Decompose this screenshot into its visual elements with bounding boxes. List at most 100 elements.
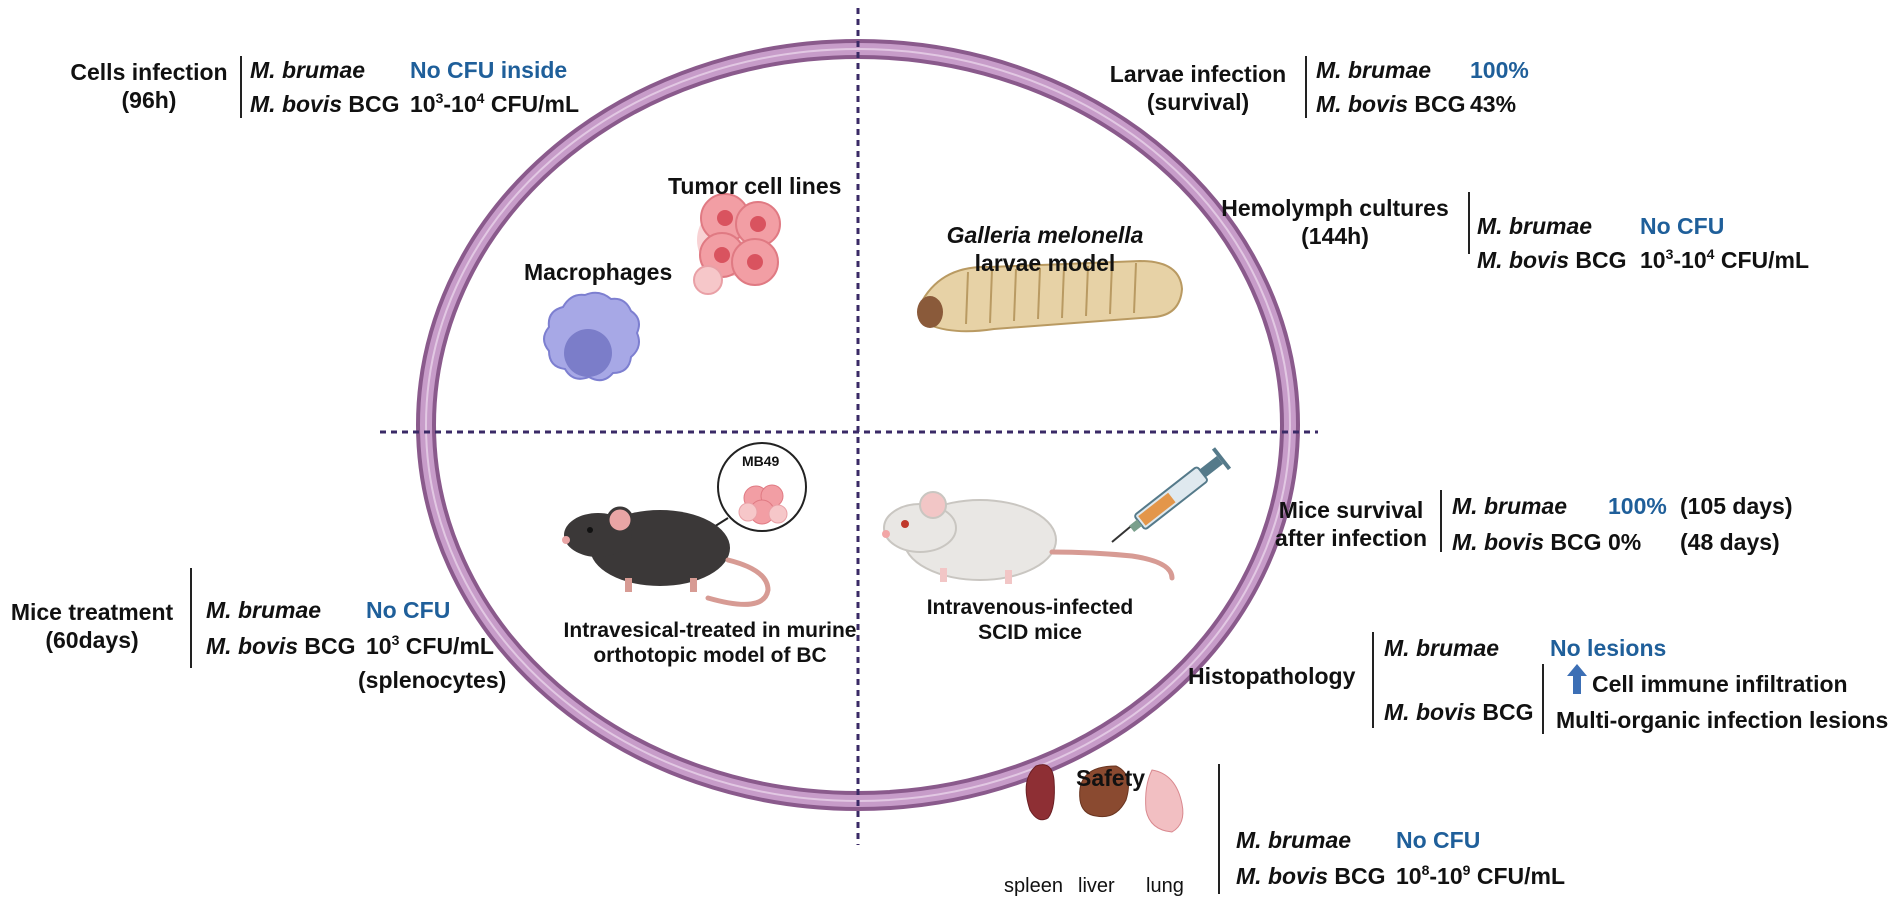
- cfu-exp: 3: [435, 90, 444, 106]
- mice-treatment-bovis-result: 103 CFU/mL: [366, 632, 494, 660]
- mice-survival-brumae-result: 100%: [1608, 493, 1667, 519]
- intravenous-label: Intravenous-infected SCID mice: [920, 595, 1140, 645]
- liver-icon: [1079, 765, 1129, 818]
- mice-survival-brumae-days: (105 days): [1680, 493, 1793, 519]
- larvae-infection-bovis-result: 43%: [1470, 91, 1517, 117]
- cfu-exp: 4: [1706, 246, 1715, 262]
- safety-title: Safety: [1076, 765, 1146, 791]
- histopathology-bovis: M. bovis BCG: [1384, 698, 1534, 726]
- mice-treatment-title: Mice treatment (60days): [4, 598, 180, 654]
- hemolymph-brumae-result: No CFU: [1640, 213, 1725, 239]
- black-mouse-icon: [562, 506, 771, 607]
- galleria-line2: larvae model: [974, 250, 1116, 276]
- galleria-label: Galleria melonella larvae model: [935, 221, 1155, 277]
- cells-infection-title: Cells infection (96h): [68, 58, 230, 114]
- cfu-unit: CFU/mL: [484, 91, 579, 117]
- cfu-base: 10: [366, 633, 392, 659]
- galleria-line1: Galleria melonella: [946, 222, 1144, 248]
- species-bovis: M. bovis: [1452, 529, 1545, 555]
- intravesical-line2: orthotopic model of BC: [593, 644, 827, 667]
- intravesical-label: Intravesical-treated in murine orthotopi…: [540, 618, 880, 668]
- larva-icon: [917, 259, 1184, 333]
- larvae-infection-bovis: M. bovis BCG: [1316, 90, 1466, 118]
- macrophages-label: Macrophages: [524, 259, 673, 285]
- cells-infection-brumae-result: No CFU inside: [410, 57, 568, 83]
- cells-infection-bovis-result: 103-104 CFU/mL: [410, 90, 579, 118]
- safety-brumae-result: No CFU: [1396, 827, 1481, 853]
- safety-divider: [1218, 764, 1220, 894]
- organ-label-liver: liver: [1078, 875, 1115, 897]
- safety-brumae: M. brumae: [1236, 827, 1352, 853]
- white-mouse-icon: [882, 491, 1175, 584]
- hemolymph-title-line1: Hemolymph cultures: [1221, 195, 1449, 221]
- species-bovis: M. bovis: [206, 633, 299, 659]
- mice-survival-divider: [1440, 490, 1442, 552]
- safety-bovis: M. bovis BCG: [1236, 862, 1386, 890]
- mb49-label: MB49: [742, 453, 780, 469]
- larvae-infection-title-line1: Larvae infection: [1109, 61, 1287, 87]
- mice-survival-bovis: M. bovis BCG: [1452, 528, 1602, 556]
- organ-label-spleen: spleen: [1004, 875, 1063, 897]
- histopathology-title: Histopathology: [1188, 663, 1356, 689]
- cfu-exp: 3: [1665, 246, 1674, 262]
- organ-label-lung: lung: [1146, 875, 1184, 897]
- syringe-icon: [1111, 447, 1232, 543]
- intravenous-line2: SCID mice: [978, 621, 1082, 644]
- hemolymph-divider: [1468, 192, 1470, 254]
- mice-treatment-brumae-result: No CFU: [366, 597, 451, 623]
- cfu-base: 10: [410, 91, 436, 117]
- hemolymph-bovis-result: 103-104 CFU/mL: [1640, 246, 1809, 274]
- species-bovis: M. bovis: [1316, 91, 1409, 117]
- mice-survival-title: Mice survival after infection: [1268, 496, 1434, 552]
- intravesical-line1: Intravesical-treated in murine: [563, 619, 857, 642]
- histopathology-result-divider: [1542, 664, 1544, 734]
- species-bcg: BCG: [1575, 247, 1627, 273]
- hemolymph-title-line2: (144h): [1301, 223, 1369, 249]
- histopathology-bovis-line2: Multi-organic infection lesions: [1556, 707, 1889, 733]
- cfu-unit: CFU/mL: [399, 633, 494, 659]
- mice-treatment-note: (splenocytes): [358, 667, 507, 693]
- larvae-infection-brumae: M. brumae: [1316, 57, 1432, 83]
- cfu-exp: 4: [476, 90, 485, 106]
- cells-infection-title-line1: Cells infection: [70, 59, 228, 85]
- cfu-base: 10: [1640, 247, 1666, 273]
- cfu-unit: CFU/mL: [1470, 863, 1565, 889]
- cells-infection-title-line2: (96h): [121, 87, 177, 113]
- mice-treatment-title-line1: Mice treatment: [10, 599, 174, 625]
- cfu-mid: -10: [1429, 863, 1463, 889]
- tumor-cells-icon: [693, 193, 781, 295]
- mice-survival-bovis-days: (48 days): [1680, 529, 1780, 555]
- species-bcg: BCG: [1414, 91, 1466, 117]
- species-bcg: BCG: [1482, 699, 1534, 725]
- cells-infection-bovis: M. bovis BCG: [250, 90, 400, 118]
- hemolymph-brumae: M. brumae: [1477, 213, 1593, 239]
- intravenous-line1: Intravenous-infected: [926, 596, 1134, 619]
- cfu-exp: 9: [1462, 862, 1471, 878]
- species-bovis: M. bovis: [1477, 247, 1570, 273]
- cfu-base: 10: [1396, 863, 1422, 889]
- macrophage-icon: [543, 291, 640, 382]
- species-bovis: M. bovis: [1384, 699, 1477, 725]
- hemolymph-title: Hemolymph cultures (144h): [1215, 194, 1455, 250]
- cells-infection-divider: [240, 56, 242, 118]
- species-bcg: BCG: [1334, 863, 1386, 889]
- mice-treatment-divider: [190, 568, 192, 668]
- mice-treatment-title-line2: (60days): [45, 627, 139, 653]
- tumor-cell-lines-label: Tumor cell lines: [668, 173, 842, 199]
- mice-survival-title-line2: after infection: [1274, 525, 1428, 551]
- mb49-magnifier: [667, 442, 807, 557]
- lung-icon: [1145, 769, 1184, 833]
- up-arrow-icon: [1567, 664, 1587, 694]
- hemolymph-bovis: M. bovis BCG: [1477, 246, 1627, 274]
- species-bcg: BCG: [1550, 529, 1602, 555]
- histopathology-divider: [1372, 632, 1374, 728]
- mice-treatment-bovis: M. bovis BCG: [206, 632, 356, 660]
- mice-treatment-brumae: M. brumae: [206, 597, 322, 623]
- cfu-mid: -10: [443, 91, 477, 117]
- species-bcg: BCG: [304, 633, 356, 659]
- larvae-infection-title-line2: (survival): [1146, 89, 1250, 115]
- larvae-infection-title: Larvae infection (survival): [1108, 60, 1288, 116]
- larvae-infection-brumae-result: 100%: [1470, 57, 1529, 83]
- cfu-mid: -10: [1673, 247, 1707, 273]
